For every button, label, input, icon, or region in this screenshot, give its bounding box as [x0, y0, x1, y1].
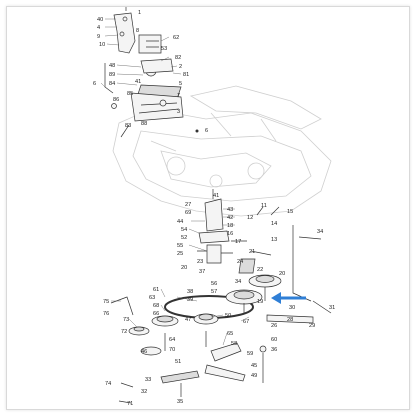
arrow-left-icon [271, 292, 306, 304]
callout-label: 33 [145, 377, 151, 383]
callout-label: 50 [225, 313, 231, 319]
callout-label: 21 [249, 249, 255, 255]
callout-label: 34 [235, 279, 241, 285]
callout-label: 12 [247, 215, 253, 221]
callout-label: 56 [211, 281, 217, 287]
callout-label: 37 [199, 269, 205, 275]
callout-label: 51 [175, 359, 181, 365]
callout-label: 66 [153, 311, 159, 317]
callout-label: 19 [257, 299, 263, 305]
callout-label: 8 [136, 28, 139, 34]
callout-label: 20 [279, 271, 285, 277]
callout-label: 68 [153, 303, 159, 309]
callout-label: 2 [179, 64, 182, 70]
callout-label: 31 [329, 305, 335, 311]
callout-label: 61 [153, 287, 159, 293]
callout-label: 40 [97, 17, 103, 23]
callout-label: 60 [271, 337, 277, 343]
callout-label: 55 [177, 243, 183, 249]
callout-label: 32 [141, 389, 147, 395]
callout-label: 71 [127, 401, 133, 407]
callout-label: 48 [109, 63, 115, 69]
callout-label: 88 [141, 121, 147, 127]
callout-label: 7 [177, 93, 180, 99]
callout-label: 38 [187, 289, 193, 295]
callout-label: 10 [99, 42, 105, 48]
callout-label: 53 [161, 46, 167, 52]
callout-label: 54 [181, 227, 187, 233]
callout-label: 83 [125, 123, 131, 129]
diagram-frame: 1 40 4 9 10 8 62 53 82 2 81 5 48 89 84 6… [6, 6, 410, 410]
background-deck-outline [112, 85, 332, 217]
callout-label: 30 [289, 305, 295, 311]
callout-label: 73 [123, 317, 129, 323]
callout-label: 82 [175, 55, 181, 61]
callout-label: 41 [213, 193, 219, 199]
leader-lines [100, 18, 250, 346]
callout-label: 52 [181, 235, 187, 241]
callout-label: 70 [169, 347, 175, 353]
callout-label: 74 [105, 381, 111, 387]
callout-label: 72 [121, 329, 127, 335]
callout-label: 17 [235, 239, 241, 245]
callout-label: 67 [243, 319, 249, 325]
callout-label: 85 [127, 91, 133, 97]
callout-label: 20 [181, 265, 187, 271]
callout-label: 89 [109, 72, 115, 78]
pulley-belt-assembly [110, 274, 332, 404]
callout-label: 9 [97, 34, 100, 40]
callout-label: 23 [197, 259, 203, 265]
callout-label: 81 [183, 72, 189, 78]
middle-pivot-assembly [197, 189, 322, 302]
callout-label: 69 [185, 210, 191, 216]
callout-label: 65 [227, 331, 233, 337]
callout-label: 18 [227, 223, 233, 229]
callout-label: 86 [113, 97, 119, 103]
callout-label: 29 [309, 323, 315, 329]
callout-label: 64 [169, 337, 175, 343]
callout-label: 6 [93, 81, 96, 87]
callout-label: 6 [205, 128, 208, 134]
callout-label: 25 [177, 251, 183, 257]
callout-label: 62 [173, 35, 179, 41]
callout-label: 11 [261, 203, 267, 209]
upper-lever-assembly [104, 7, 199, 138]
callout-label: 76 [103, 311, 109, 317]
callout-label: 15 [287, 209, 293, 215]
callout-label: 39 [187, 297, 193, 303]
callout-label: 4 [97, 25, 100, 31]
callout-label: 41 [135, 79, 141, 85]
callout-label: 27 [185, 202, 191, 208]
callout-label: 42 [227, 215, 233, 221]
callout-label: 16 [227, 231, 233, 237]
callout-label: 49 [251, 373, 257, 379]
callout-label: 84 [109, 81, 115, 87]
callout-label: 43 [227, 207, 233, 213]
callout-label: 14 [271, 221, 277, 227]
callout-label: 35 [177, 399, 183, 405]
callout-label: 58 [231, 341, 237, 347]
callout-label: 1 [138, 10, 141, 16]
exploded-parts-diagram: 1 40 4 9 10 8 62 53 82 2 81 5 48 89 84 6… [93, 7, 335, 407]
callout-label: 45 [251, 363, 257, 369]
callout-label: 63 [149, 295, 155, 301]
callout-label: 47 [185, 317, 191, 323]
callout-label: 28 [287, 317, 293, 323]
callout-label: 46 [141, 349, 147, 355]
callout-label: 44 [177, 219, 183, 225]
callout-label: 59 [247, 351, 253, 357]
callout-label: 3 [177, 109, 180, 115]
callout-label: 36 [271, 347, 277, 353]
callout-labels: 1 40 4 9 10 8 62 53 82 2 81 5 48 89 84 6… [93, 10, 335, 407]
callout-label: 5 [179, 81, 182, 87]
callout-label: 75 [103, 299, 109, 305]
callout-label: 22 [257, 267, 263, 273]
callout-label: 57 [211, 289, 217, 295]
callout-label: 24 [237, 259, 243, 265]
callout-label: 34 [317, 229, 323, 235]
callout-label: 13 [271, 237, 277, 243]
callout-label: 26 [271, 323, 277, 329]
